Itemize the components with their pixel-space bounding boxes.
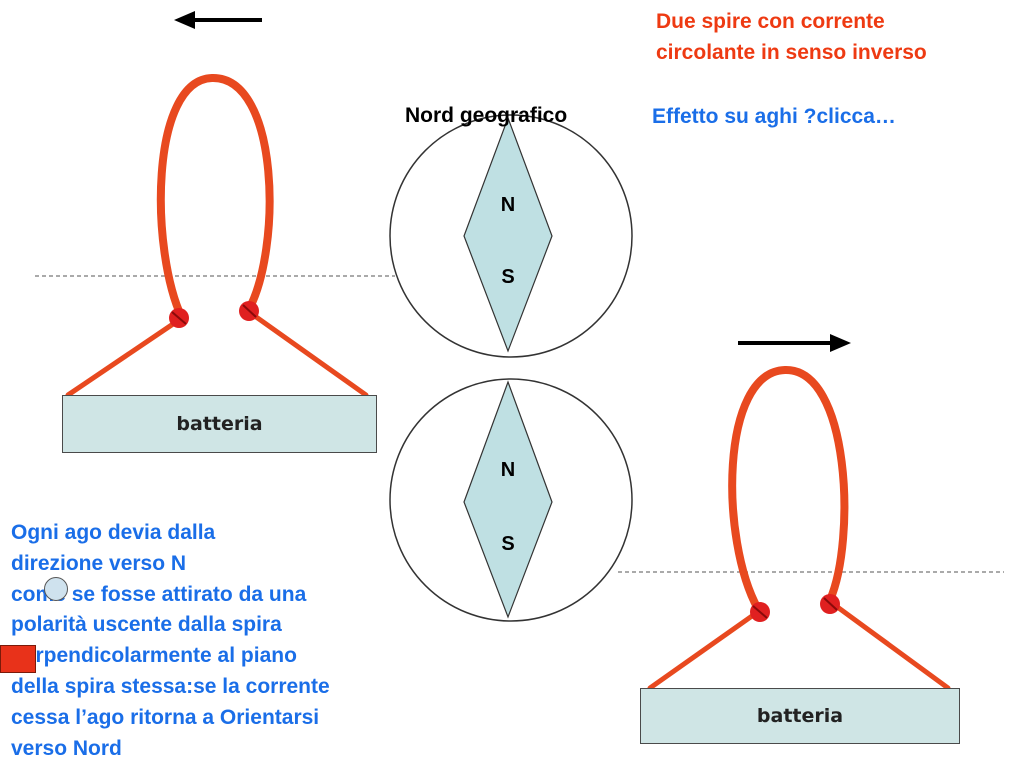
explanation-line-5: perpendicolarmente al piano: [11, 644, 297, 668]
explanation-line-7: cessa l’ago ritorna a Orientarsi: [11, 705, 320, 729]
wire-node-right-b: [820, 594, 840, 614]
square-button-icon[interactable]: [0, 645, 36, 673]
explanation-line-4: polarità uscente dalla spira: [11, 613, 282, 637]
compass-top: N S: [389, 114, 633, 358]
compass-top-south: S: [501, 266, 514, 288]
wire-node-left-b: [239, 301, 259, 321]
explanation-line-6: della spira stessa:se la corrente: [11, 674, 330, 698]
compass-needle-bottom: [463, 380, 553, 619]
explanation-line-2: direzione verso N: [11, 551, 187, 575]
arrow-left-icon: [174, 11, 262, 29]
compass-bottom-north: N: [501, 459, 515, 481]
wire-node-right-a: [750, 602, 770, 622]
effect-on-needles-link[interactable]: Effetto su aghi ?clicca…: [652, 105, 896, 128]
explanation-line-1: Ogni ago devia dalla: [11, 521, 216, 544]
battery-left: batteria: [62, 395, 377, 453]
wire-loop-right: [647, 365, 951, 691]
wire-node-left-a: [169, 308, 189, 328]
compass-north-label: Nord geografico: [405, 104, 568, 127]
slide-title-line-2: circolante in senso inverso: [656, 41, 927, 64]
arrow-right-icon: [738, 334, 851, 352]
slide-title: Due spire con corrente circolante in sen…: [656, 6, 927, 68]
battery-right: batteria: [640, 688, 960, 744]
compass-bottom: N S: [389, 378, 633, 622]
wire-loop-left: [65, 73, 369, 398]
compass-bottom-south: S: [501, 533, 514, 555]
explanation-line-8: verso Nord: [11, 736, 122, 760]
circle-button-icon[interactable]: [44, 577, 68, 601]
explanation-text: Ogni ago devia dalla direzione verso N c…: [11, 518, 411, 764]
explanation-line-3: come se fosse attirato da una: [11, 582, 307, 606]
compass-needle-top: [463, 116, 553, 353]
compass-top-north: N: [501, 194, 515, 216]
slide-title-line-1: Due spire con corrente: [656, 10, 885, 33]
